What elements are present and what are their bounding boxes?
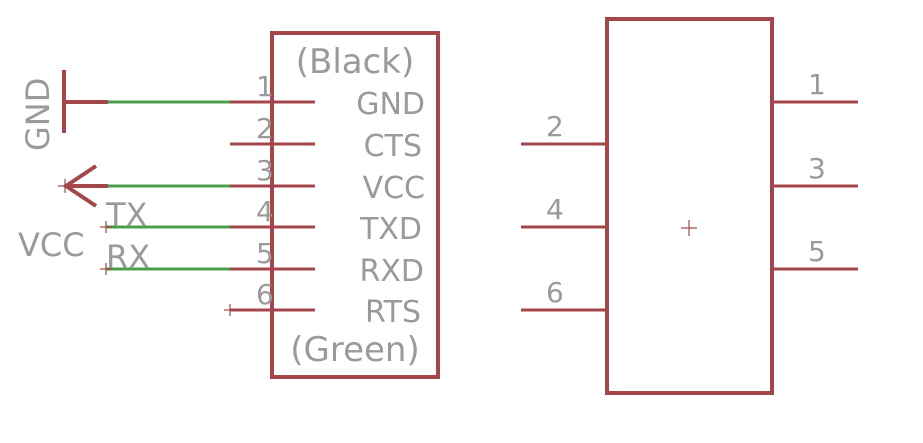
component-pin-right-1: 1	[772, 68, 858, 104]
pin-number: 5	[808, 235, 826, 268]
connector-top-label: (Black)	[296, 42, 415, 82]
connector-body	[270, 31, 440, 379]
component-pin-right-2: 3	[772, 152, 858, 188]
component-origin-mark	[681, 220, 697, 236]
pin-number: 6	[256, 278, 274, 311]
connector-pin-4: 4 TXD	[230, 195, 422, 247]
pin-number: 2	[546, 110, 564, 143]
component-pin-left-3: 6	[521, 276, 607, 312]
connector-pin-5: 5 RXD	[230, 237, 424, 289]
pin-name: GND	[356, 87, 425, 122]
component-body	[605, 17, 774, 395]
connector-pin-2: 2 CTS	[230, 112, 422, 164]
vcc-label: VCC	[18, 226, 85, 264]
rx-label: RX	[106, 238, 150, 276]
rx-net-label: RX	[100, 238, 150, 276]
pin-number: 3	[256, 154, 274, 187]
pin-number: 4	[546, 193, 564, 226]
pin-number: 2	[256, 112, 274, 145]
pin-number: 5	[256, 237, 274, 270]
connector-pin-1: 1 GND	[230, 70, 425, 122]
pin-number: 1	[808, 68, 826, 101]
tx-net-label: TX	[100, 196, 147, 234]
gnd-symbol	[62, 70, 108, 133]
component-pin-left-1: 2	[521, 110, 607, 146]
connector-pin-3: 3 VCC	[230, 154, 425, 206]
pin-number: 1	[256, 70, 274, 103]
connector-pin-6: 6 RTS	[224, 278, 421, 330]
pin-name: TXD	[359, 212, 422, 247]
component-pin-right-3: 5	[772, 235, 858, 271]
pin-name: RXD	[360, 254, 425, 289]
pin-name: VCC	[363, 171, 425, 206]
vcc-symbol	[58, 164, 108, 208]
component-pin-left-2: 4	[521, 193, 607, 229]
pin-number: 3	[808, 152, 826, 185]
tx-label: TX	[105, 196, 147, 234]
pin-number: 4	[256, 195, 274, 228]
connector-bottom-label: (Green)	[290, 330, 420, 370]
pin-number: 6	[546, 276, 564, 309]
gnd-label: GND	[19, 78, 57, 151]
pin-name: CTS	[364, 129, 422, 164]
pin-name: RTS	[365, 295, 421, 330]
